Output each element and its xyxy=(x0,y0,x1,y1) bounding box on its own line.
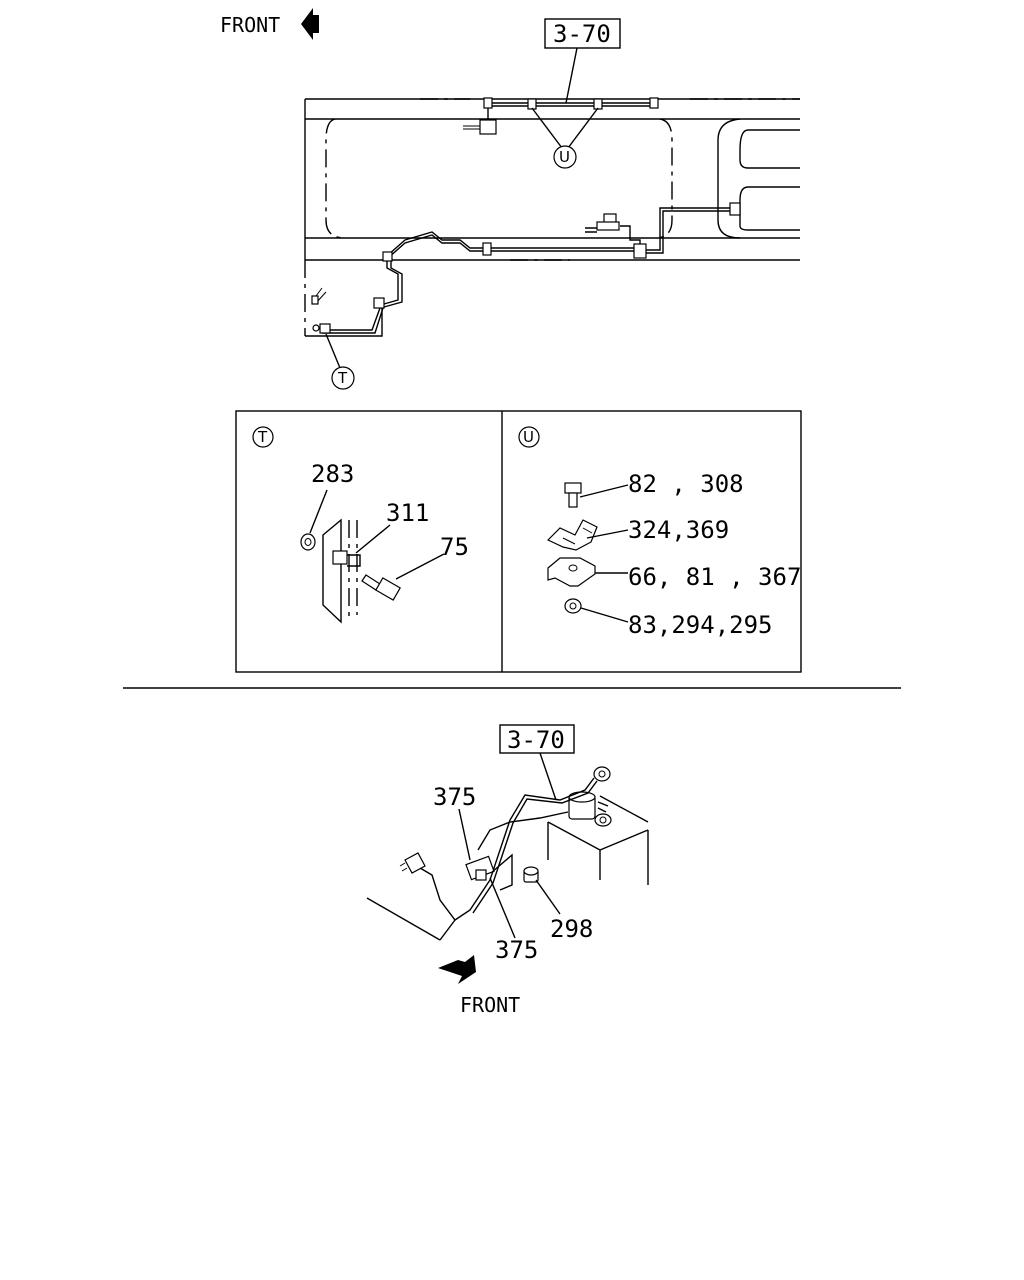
front-arrow-icon-bottom xyxy=(438,955,476,984)
bottom-ref-box-text: 3-70 xyxy=(507,726,565,754)
top-frame-diagram: FRONT 3-70 xyxy=(220,8,800,390)
top-callout-u: U xyxy=(559,148,570,166)
detail-t-marker: T xyxy=(257,428,268,446)
bottom-front-label: FRONT xyxy=(460,993,520,1017)
bottom-harness-diagram: 3-70 375 375 298 xyxy=(366,724,649,1017)
detail-u-part-82-308[interactable]: 82 , 308 xyxy=(628,470,744,498)
top-callout-t: T xyxy=(337,369,348,387)
bottom-part-375-upper[interactable]: 375 xyxy=(433,783,476,811)
detail-t-part-75[interactable]: 75 xyxy=(440,533,469,561)
detail-u-part-66-81-367[interactable]: 66, 81 , 367 xyxy=(628,563,801,591)
detail-u-marker: U xyxy=(523,428,534,446)
detail-t: T 283 311 75 xyxy=(252,426,469,624)
detail-panels: T 283 311 75 U xyxy=(235,410,802,673)
detail-panel-frame xyxy=(235,410,802,673)
top-ref-box[interactable] xyxy=(544,18,621,49)
detail-t-part-311[interactable]: 311 xyxy=(386,499,429,527)
top-front-label: FRONT xyxy=(220,13,280,37)
bottom-part-298[interactable]: 298 xyxy=(550,915,593,943)
detail-u: U 82 , 308 324,369 66, 81 , 367 83,294,2… xyxy=(518,426,801,639)
detail-u-part-324-369[interactable]: 324,369 xyxy=(628,516,729,544)
bottom-ref-box[interactable] xyxy=(499,724,575,754)
front-arrow-icon xyxy=(301,8,319,40)
detail-t-part-283[interactable]: 283 xyxy=(311,460,354,488)
detail-u-part-83-294-295[interactable]: 83,294,295 xyxy=(628,611,773,639)
top-ref-box-text: 3-70 xyxy=(553,20,611,48)
bottom-part-375-lower[interactable]: 375 xyxy=(495,936,538,964)
